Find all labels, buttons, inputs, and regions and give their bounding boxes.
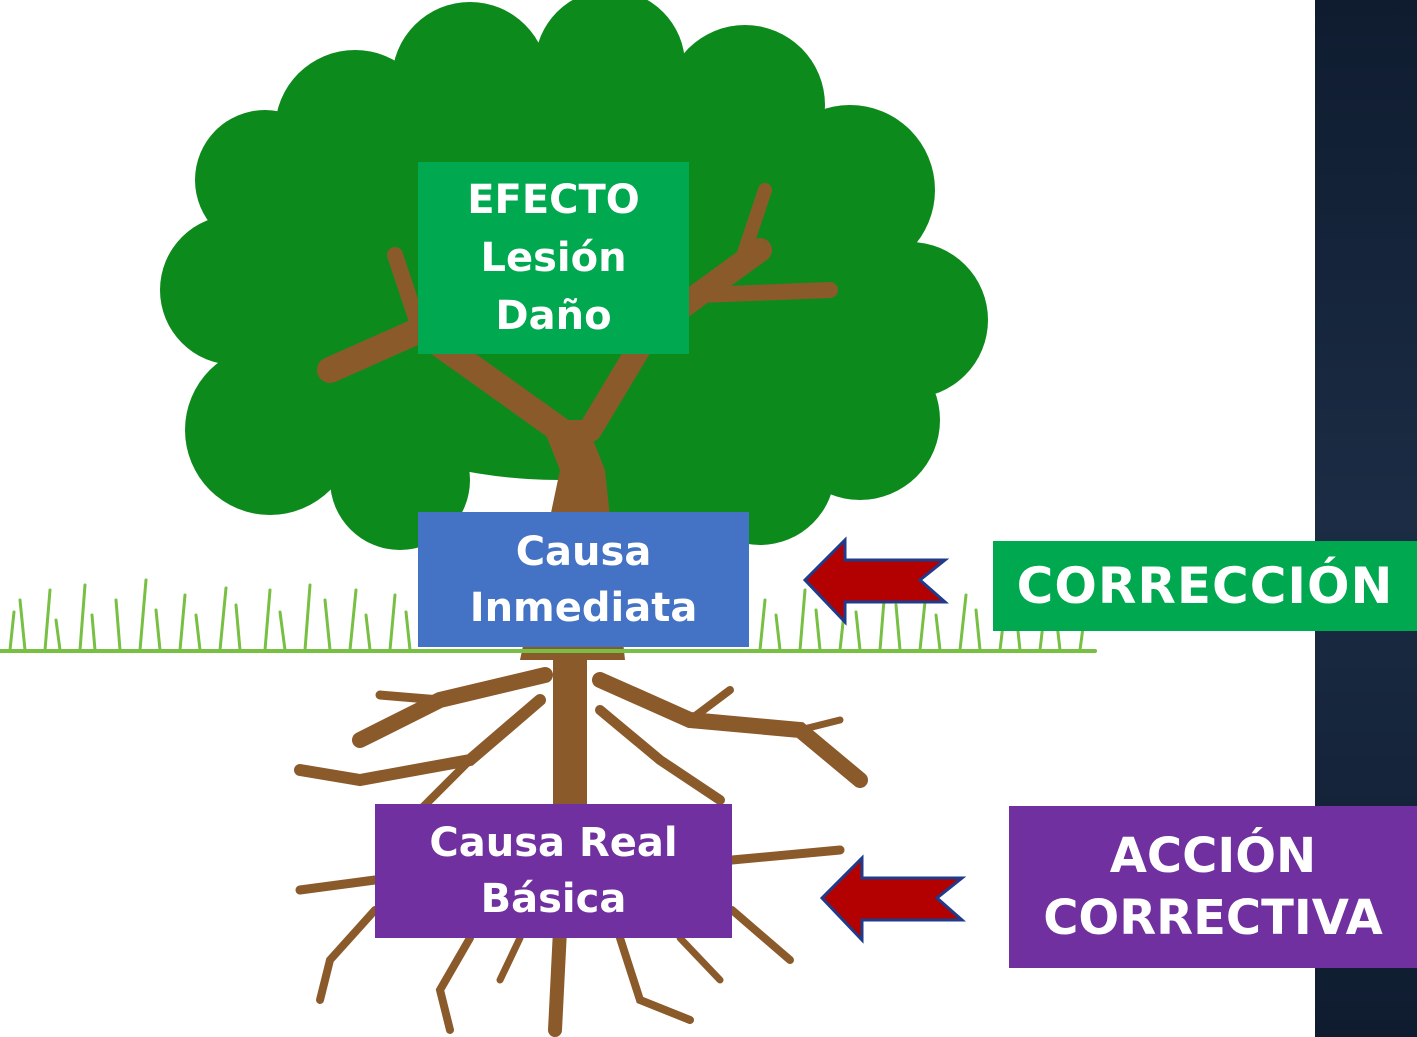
correction-label: CORRECCIÓN: [1016, 557, 1394, 615]
root-cause-line1: Causa Real: [429, 820, 678, 866]
corrective-action-box: ACCIÓN CORRECTIVA: [1009, 806, 1417, 968]
corrective-action-line1: ACCIÓN: [1109, 828, 1317, 884]
corrective-action-line2: CORRECTIVA: [1043, 890, 1383, 946]
effect-line-damage: Daño: [495, 293, 612, 339]
root-cause-line2: Básica: [480, 876, 627, 922]
root-cause-box: Causa Real Básica: [375, 804, 732, 938]
effect-line-injury: Lesión: [480, 235, 627, 281]
correction-box: CORRECCIÓN: [993, 541, 1417, 631]
immediate-cause-line2: Inmediata: [469, 584, 698, 631]
immediate-cause-box: Causa Inmediata: [418, 512, 749, 647]
effect-box: EFECTO Lesión Daño: [418, 162, 689, 354]
tree-roots: [294, 643, 868, 1037]
arrow-to-root-cause: [819, 854, 967, 944]
immediate-cause-line1: Causa: [515, 528, 652, 575]
arrow-to-immediate-cause: [802, 536, 950, 626]
effect-title: EFECTO: [467, 177, 640, 223]
